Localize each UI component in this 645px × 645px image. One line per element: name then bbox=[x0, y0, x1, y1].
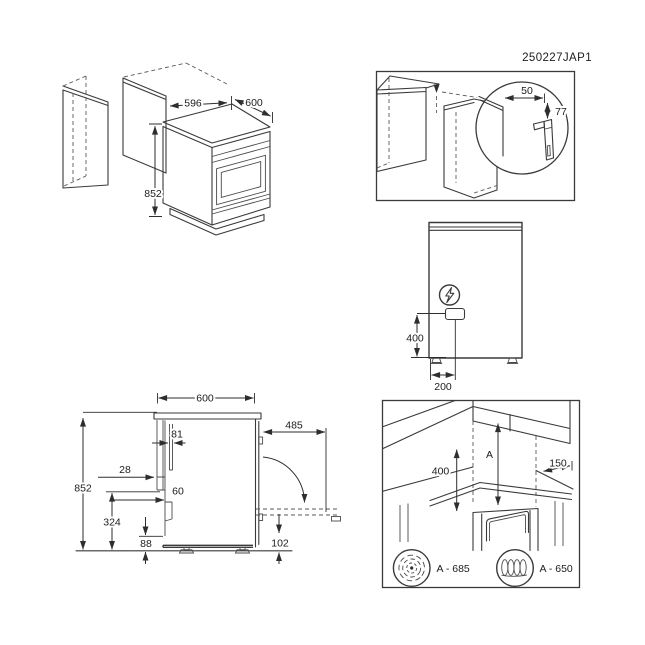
panel-rear-view: 400 200 bbox=[404, 221, 523, 395]
dim-rear-clearance-height-label: 324 bbox=[103, 517, 121, 529]
dim-hood-distance-label: A bbox=[486, 449, 493, 461]
panel-bracket-detail: 50 77 bbox=[375, 70, 576, 202]
dim-side-wall-distance-label: 150 bbox=[549, 458, 567, 470]
rear-dimensions: 400 200 bbox=[404, 313, 456, 395]
installation-box-frame bbox=[381, 399, 581, 589]
iso-dimensions: 596 600 852 bbox=[142, 95, 273, 217]
terminal-box bbox=[444, 307, 466, 321]
left-cabinet-drawing bbox=[62, 75, 109, 189]
panel-side-view: 600 81 28 852 60 324 88 485 102 bbox=[72, 391, 341, 564]
side-dimensions: 600 81 28 852 60 324 88 485 102 bbox=[72, 391, 327, 564]
dim-side-wall-height-label: 400 bbox=[432, 466, 450, 478]
dim-bracket-height-label: 77 bbox=[555, 106, 567, 118]
dim-niche-width-label: 596 bbox=[184, 98, 202, 110]
lightning-bolt-icon bbox=[445, 286, 455, 304]
lightning-circle-icon bbox=[438, 284, 461, 306]
installation-dimensions bbox=[453, 423, 573, 512]
document-code: 250227JAP1 bbox=[522, 52, 592, 64]
dim-connection-height-label: 400 bbox=[406, 333, 424, 345]
rear-body-drawing bbox=[428, 221, 523, 364]
dim-rear-upper-gap-label: 28 bbox=[119, 464, 131, 476]
open-door-handle bbox=[331, 516, 341, 522]
legend-fan-label: A - 685 bbox=[437, 563, 470, 575]
dim-door-open-depth-label: 485 bbox=[285, 420, 303, 432]
dim-total-height-label: 852 bbox=[74, 483, 92, 495]
dim-rear-floor-gap-label: 88 bbox=[140, 538, 152, 550]
coil-burner-icon bbox=[496, 549, 535, 588]
electrical-connection-symbol bbox=[438, 284, 466, 321]
dim-connection-offset-label: 200 bbox=[434, 381, 452, 393]
panel-iso-overview: 596 600 852 bbox=[62, 62, 273, 236]
cooker-handle-rail bbox=[485, 510, 530, 542]
bracket-detail-drawing bbox=[478, 95, 555, 161]
kitchen-scene-drawing bbox=[382, 400, 574, 552]
bracket-position-indicator bbox=[433, 84, 478, 113]
dim-rear-lower-gap-label: 60 bbox=[172, 486, 184, 498]
dim-cooker-width-label: 600 bbox=[245, 97, 263, 109]
cooker-iso-drawing bbox=[162, 103, 271, 236]
detail-right-cabinet bbox=[443, 98, 498, 199]
door-swing-arc bbox=[262, 456, 308, 503]
legend-coil-label: A - 650 bbox=[540, 563, 573, 575]
detail-left-cabinet bbox=[376, 75, 440, 173]
dim-bracket-offset-label: 50 bbox=[521, 85, 533, 97]
dim-top-depth-label: 600 bbox=[196, 393, 214, 405]
dim-niche-height-label: 852 bbox=[144, 188, 162, 200]
dim-front-floor-gap-label: 102 bbox=[271, 538, 289, 550]
hob-type-legend bbox=[392, 549, 535, 588]
bracket-dimensions bbox=[504, 93, 551, 119]
side-profile-drawing bbox=[75, 412, 341, 554]
dim-rear-top-gap-label: 81 bbox=[171, 429, 183, 441]
main-cabinet-drawing bbox=[122, 62, 228, 174]
fan-burner-icon bbox=[392, 549, 431, 588]
panel-installation-view: 400 A 150 A - 685 A - 650 bbox=[381, 399, 581, 589]
